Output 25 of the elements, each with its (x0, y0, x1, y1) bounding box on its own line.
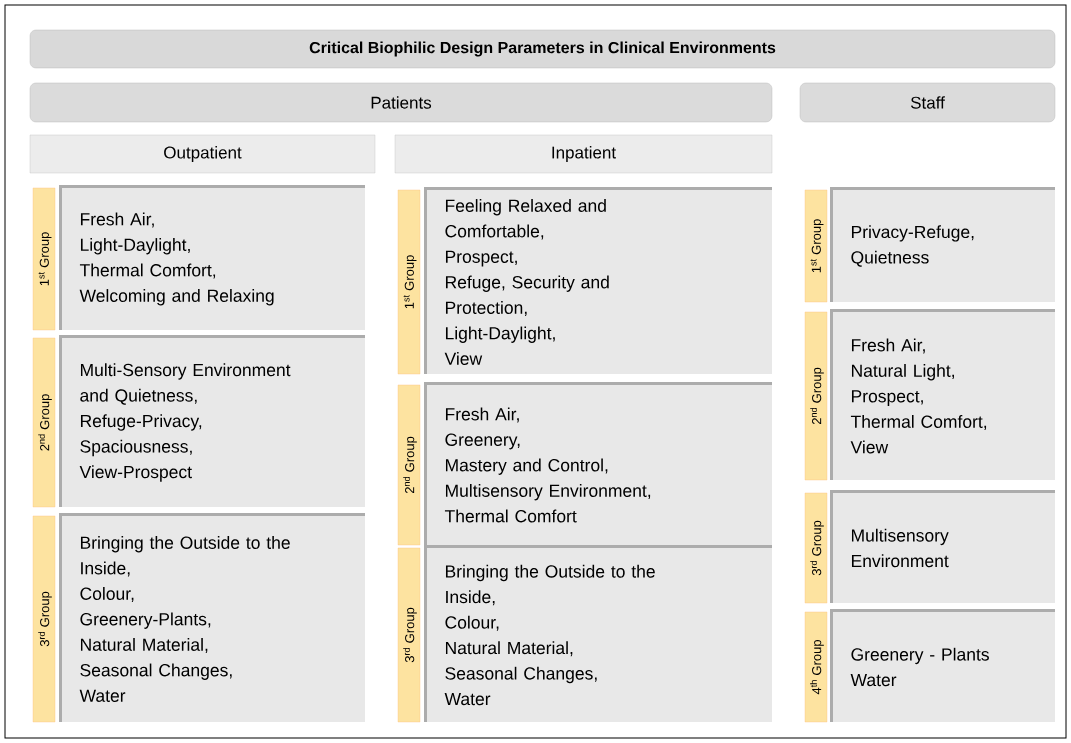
parameter-box: Greenery - Plants Water (830, 609, 1055, 722)
header-bar: Patients (29, 82, 773, 123)
group-tab: 2$^{nd}$ Group (397, 384, 421, 546)
parameter-box: Privacy-Refuge, Quietness (830, 187, 1055, 302)
header-bar: Staff (799, 82, 1056, 123)
parameter-box: Multisensory Environment (830, 490, 1055, 603)
group-tab: 1$^{st}$ Group (32, 187, 56, 331)
group-tab: 2$^{nd}$ Group (804, 311, 828, 481)
parameter-box: Fresh Air, Natural Light, Prospect, Thermal Comfort, View (830, 309, 1055, 480)
title-bar: Critical Biophilic Design Parameters in Clinical Environments (29, 29, 1056, 69)
group-tab: 3$^{rd}$ Group (32, 515, 56, 723)
group-tab: 3$^{rd}$ Group (397, 547, 421, 723)
parameter-box: Fresh Air, Greenery, Mastery and Control, Multisensory Environment, Thermal Comfort (424, 382, 772, 545)
group-tab: 2$^{nd}$ Group (32, 337, 56, 508)
parameter-box: Bringing the Outside to the Inside, Colour, Natural Material, Seasonal Changes, Water (424, 545, 772, 722)
parameter-box: Feeling Relaxed and Comfortable, Prospect, Refuge, Security and Protection, Light-Daylight, View (424, 187, 772, 374)
group-tab: 3$^{rd}$ Group (804, 492, 828, 604)
group-tab: 4$^{th}$ Group (804, 611, 828, 723)
parameter-box: Fresh Air, Light-Daylight, Thermal Comfort, Welcoming and Relaxing (59, 185, 365, 330)
parameter-box: Multi-Sensory Environment and Quietness, Refuge-Privacy, Spaciousness, View-Prospect (59, 335, 365, 507)
subheader-bar: Inpatient (394, 134, 773, 174)
group-tab: 1$^{st}$ Group (397, 189, 421, 375)
subheader-bar: Outpatient (29, 134, 376, 174)
group-tab: 1$^{st}$ Group (804, 189, 828, 303)
parameter-box: Bringing the Outside to the Inside, Colour, Greenery-Plants, Natural Material, Seasonal Changes, Water (59, 513, 365, 722)
